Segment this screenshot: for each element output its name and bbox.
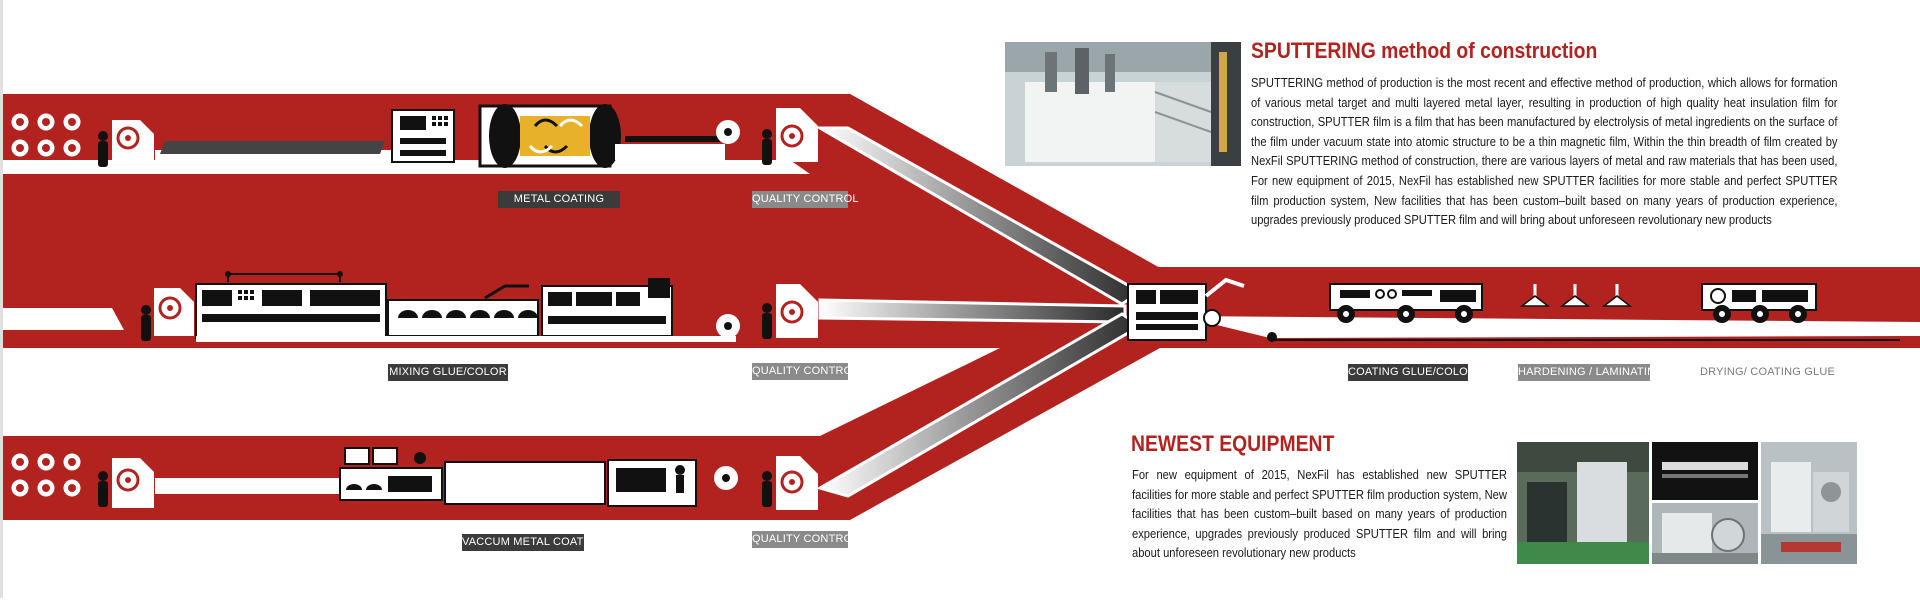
label-quality-control-2: QUALITY CONTROL	[752, 363, 859, 380]
row1-film-sheet	[160, 141, 385, 154]
merge-coating-machine	[1127, 277, 1245, 341]
label-mixing-glue-color: MIXING GLUE/COLOR	[388, 364, 508, 381]
row2-mixing-console	[195, 271, 387, 339]
row2-line	[0, 271, 818, 342]
newest-equipment-title: NEWEST EQUIPMENT	[1131, 431, 1335, 456]
label-metal-coating: METAL COATING	[498, 191, 620, 208]
row3-conveyor	[155, 478, 345, 494]
label-drying-coating-glue: DRYING/ COATING GLUE	[1700, 366, 1836, 378]
row1-line	[6, 104, 818, 168]
row2-rewind-reel	[716, 314, 740, 338]
belt-output	[1180, 316, 1920, 338]
label-hardening-laminating: HARDENING / LAMINATING	[1518, 364, 1664, 381]
row2-qc-station	[762, 284, 818, 339]
converging-belts	[814, 126, 1920, 498]
label-quality-control-3: QUALITY CONTROL	[752, 531, 859, 548]
row1-qc-station	[762, 108, 818, 165]
output-line	[1127, 277, 1817, 341]
hardening-lamps	[1519, 284, 1633, 307]
row3-vacuum-chamber	[444, 461, 606, 505]
label-coating-glue-color: COATING GLUE/COLOR	[1348, 364, 1476, 381]
newest-equipment-body: For new equipment of 2015, NexFil has es…	[1132, 467, 1507, 561]
drying-cart	[1701, 283, 1817, 323]
row3-rewind-reel	[714, 466, 738, 490]
row2-conveyor	[196, 336, 736, 342]
row3-keyboard-console	[607, 459, 697, 507]
row1-film-reels	[6, 108, 86, 158]
label-quality-control-1: QUALITY CONTROL	[752, 191, 859, 208]
row3-line	[6, 447, 818, 510]
row2-color-console	[541, 278, 673, 337]
lamp-row-photo	[1652, 442, 1758, 500]
row3-worker-unwinder	[98, 458, 154, 508]
row2-worker-unwinder	[141, 288, 194, 341]
factory-floor-photo	[1517, 442, 1649, 564]
band-top-main	[0, 94, 1160, 268]
row1-worker-unwinder	[98, 120, 154, 167]
row1-conveyor-2	[615, 144, 725, 160]
row2-film-in	[0, 308, 124, 330]
machine-detail-photo	[1652, 503, 1758, 564]
sputtering-title: SPUTTERING method of construction	[1251, 38, 1598, 63]
sputtering-machine-photo	[1005, 42, 1241, 166]
sputtering-body: SPUTTERING method of production is the m…	[1251, 75, 1838, 228]
coating-glue-cart	[1329, 283, 1483, 323]
label-vaccum-metal-coating: VACCUM METAL COATING	[462, 534, 604, 551]
row3-qc-station	[762, 456, 818, 510]
clean-room-photo	[1761, 442, 1857, 564]
row3-film-reels	[6, 448, 86, 498]
row1-rewind-reel	[716, 120, 740, 144]
row3-monitor-panel	[339, 447, 443, 501]
row2-glue-gauges	[387, 284, 539, 337]
row1-control-panel	[391, 109, 455, 163]
row1-vacuum-drum	[478, 104, 621, 168]
